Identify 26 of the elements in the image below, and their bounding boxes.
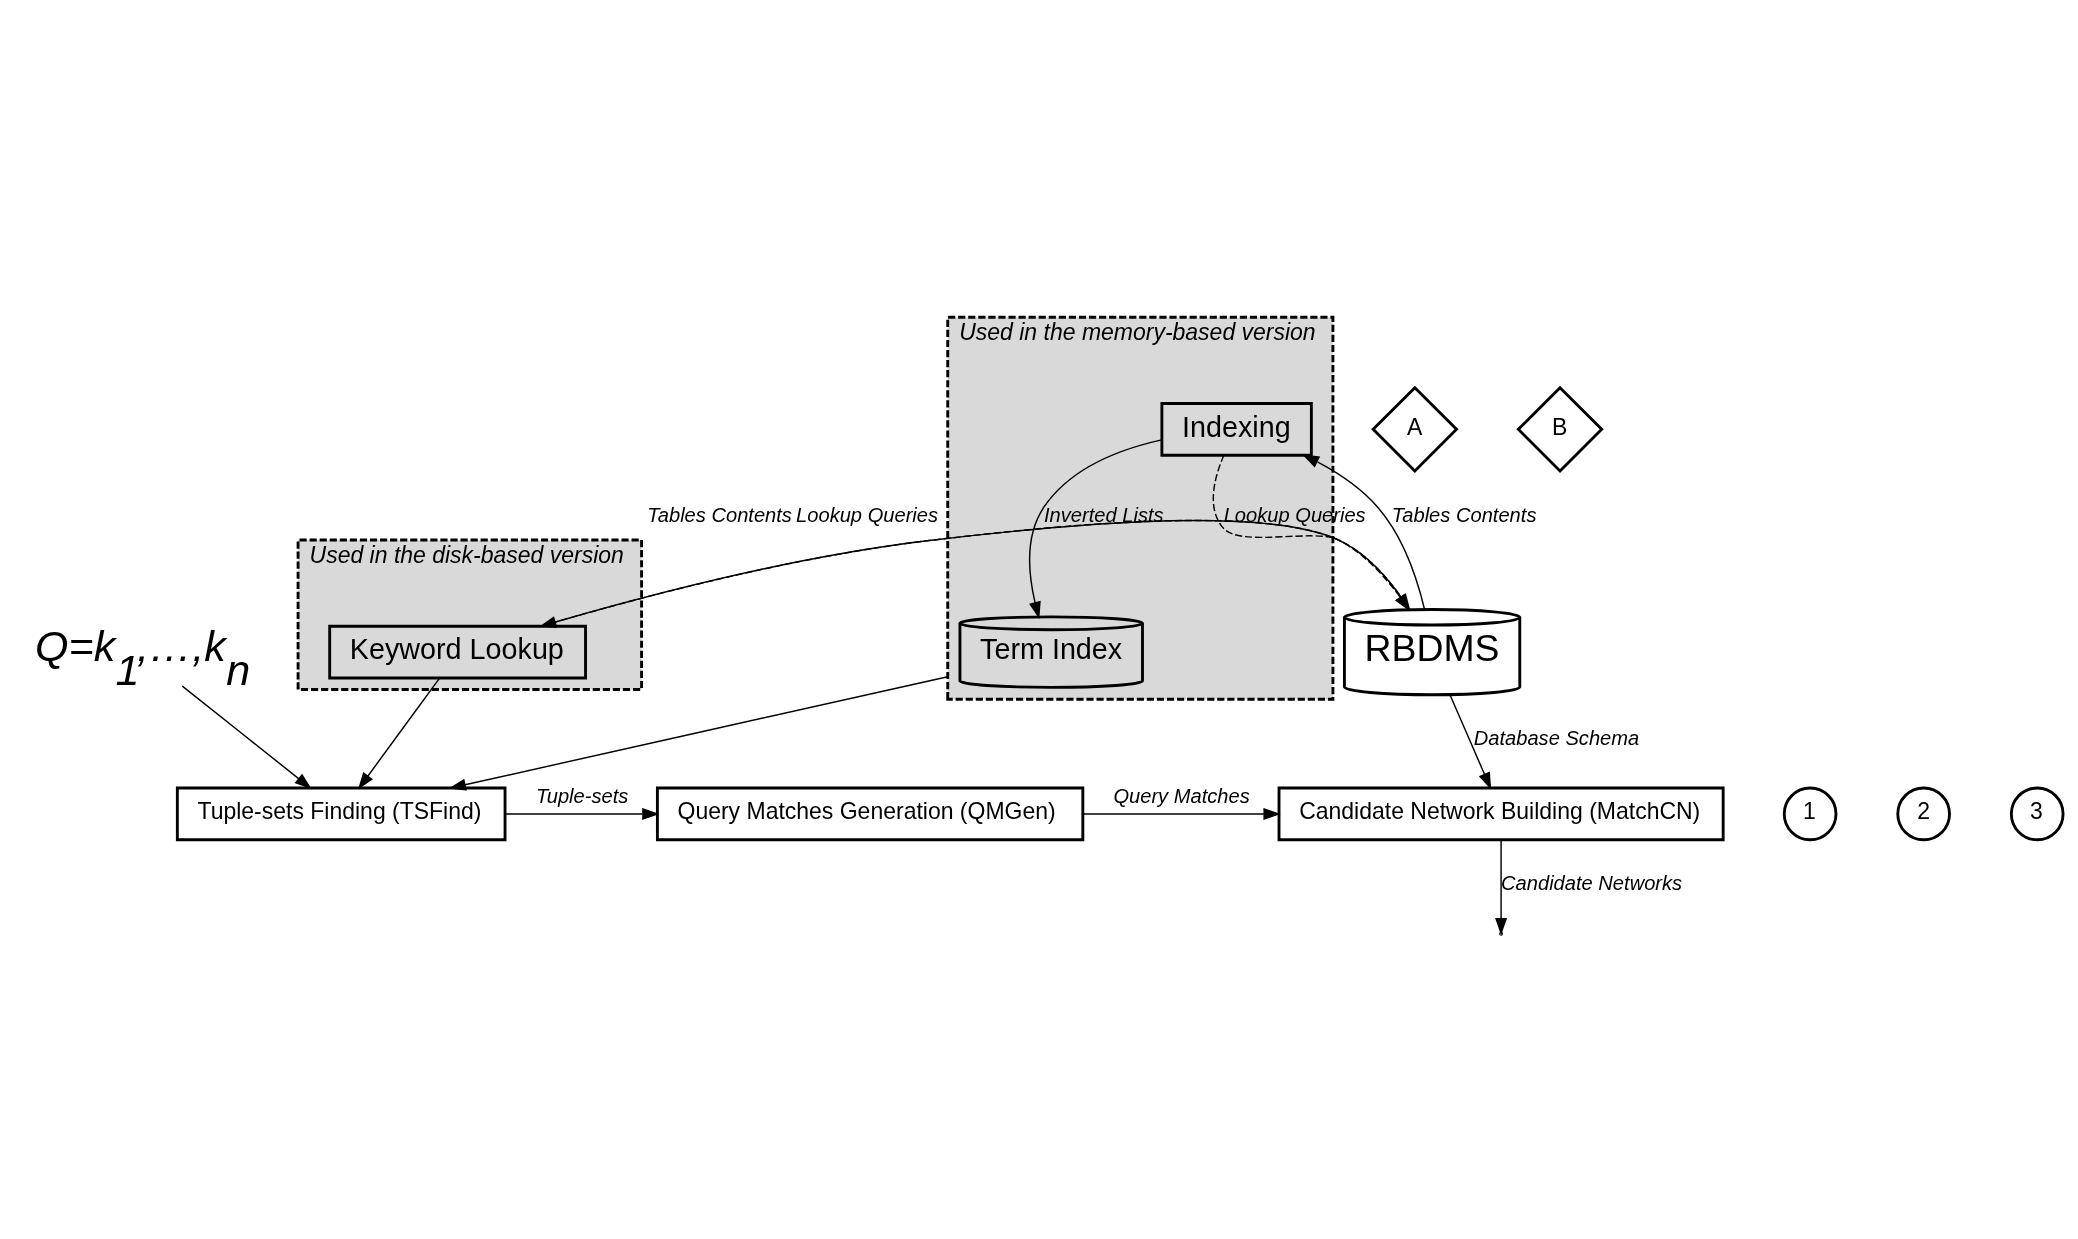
arrow <box>357 677 441 790</box>
node-box: Tuple-sets Finding (TSFind) <box>175 786 507 841</box>
node-box: Query Matches Generation (QMGen) <box>655 786 1085 841</box>
node-box: Indexing <box>1160 401 1313 457</box>
arrow <box>1029 438 1163 619</box>
edge-label: Tables Contents <box>647 503 792 526</box>
node-circle: 3 <box>2009 786 2065 841</box>
node-box: Candidate Network Building (MatchCN) <box>1277 786 1725 841</box>
node-diamond: B <box>1516 385 1604 473</box>
edge-label: Tuple-sets <box>535 784 629 807</box>
arrow <box>504 807 660 820</box>
arrow <box>1449 693 1492 790</box>
edge-label: Query Matches <box>1113 784 1250 807</box>
node-circle: 2 <box>1896 786 1951 841</box>
node-box: Keyword Lookup <box>328 624 587 679</box>
node-circle: 1 <box>1782 786 1838 841</box>
arrow <box>181 684 312 789</box>
edge-label: Tables Contents <box>1391 503 1537 526</box>
arrow <box>448 675 949 791</box>
arrow <box>1495 839 1508 935</box>
edge-label: Lookup Queries <box>1223 503 1366 526</box>
edge-label: Database Schema <box>1473 726 1640 749</box>
node-diamond: A <box>1371 385 1459 473</box>
edge-label: Lookup Queries <box>796 503 939 526</box>
edge-label: Candidate Networks <box>1501 871 1683 894</box>
arrow <box>1082 807 1281 820</box>
